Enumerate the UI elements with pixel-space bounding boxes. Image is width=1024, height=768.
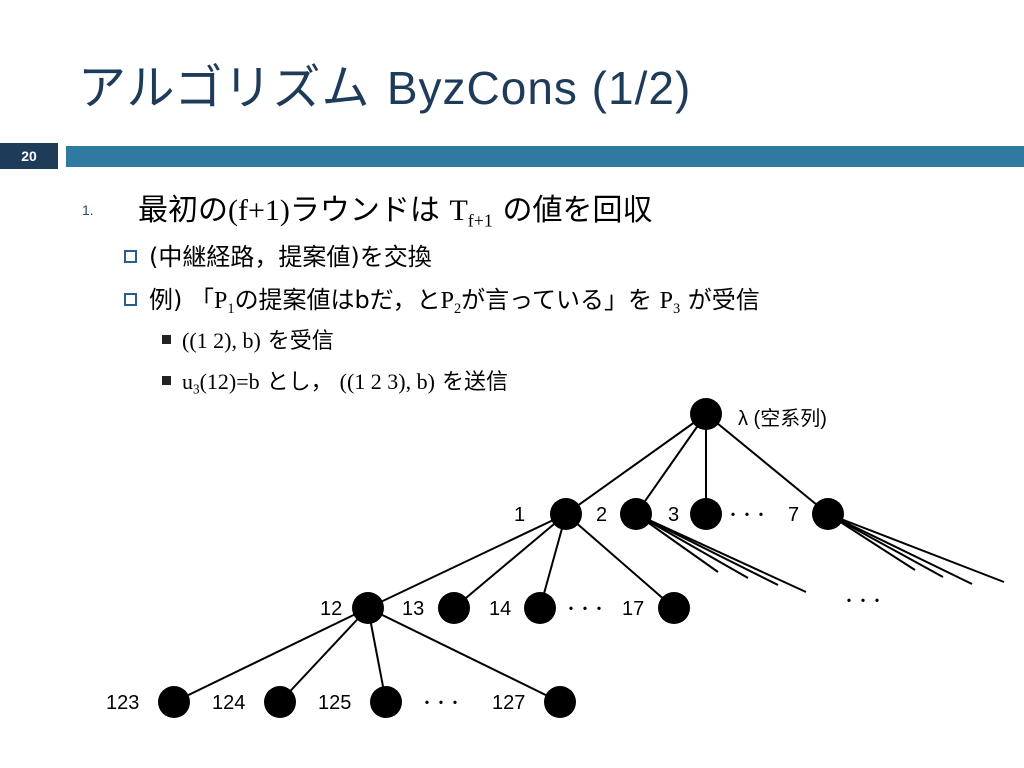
title-japanese: アルゴリズム <box>78 60 371 116</box>
sub-2-part-c: ((1 2 3), b) <box>339 369 435 394</box>
item-1-T-sub: f+1 <box>467 210 493 231</box>
ellipsis-level3: ･･･ <box>422 693 464 715</box>
node-label-123: 123 <box>106 692 140 714</box>
bullet-2-text: 例) 「P1の提案値はbだ，とP2が言っている」を P3 が受信 <box>149 280 760 318</box>
node-root <box>690 398 722 430</box>
sub-1-part-a: ((1 2), b) <box>182 328 261 353</box>
edge-1-12 <box>367 513 567 609</box>
sub-bullet-1-text: ((1 2), b) を受信 <box>182 323 334 355</box>
sub-2-u: u <box>182 369 193 394</box>
node-label-12: 12 <box>320 598 343 620</box>
edge-7-child <box>827 513 916 571</box>
node-3 <box>690 498 722 530</box>
edge-12-123 <box>173 607 369 703</box>
item-1-part-c: ラウンドは <box>289 193 450 228</box>
node-127 <box>544 686 576 718</box>
sub-2-part-a: (12)=b <box>199 369 260 394</box>
node-label-1: 1 <box>514 504 526 526</box>
edge-2-child <box>635 513 719 573</box>
node-17 <box>658 592 690 624</box>
bullet-2-P2: P <box>440 288 454 314</box>
sub-bullet-square-icon <box>162 376 171 385</box>
node-label-17: 17 <box>622 598 645 620</box>
item-1-text: 最初の(f+1)ラウンドは Tf+1 の値を回収 <box>138 185 652 231</box>
item-1-part-a: 最初の <box>138 193 228 228</box>
bullet-2-part-d: が受信 <box>680 286 760 314</box>
edge-7-child <box>827 513 1005 583</box>
edge-root-1 <box>565 413 707 515</box>
edge-7-child <box>827 513 944 578</box>
tree-edges <box>173 413 1005 703</box>
item-1-part-b: (f+1) <box>228 194 290 227</box>
node-1 <box>550 498 582 530</box>
bullet-2-P3-sub: 3 <box>672 301 681 318</box>
node-label-14: 14 <box>489 598 512 620</box>
sub-bullet-square-icon <box>162 335 171 344</box>
bullet-1-text: (中継経路，提案値)を交換 <box>149 243 432 271</box>
edge-root-7 <box>705 413 829 515</box>
node-14 <box>524 592 556 624</box>
title-english: ByzCons (1/2) <box>386 62 692 114</box>
item-1-T: T <box>449 194 468 227</box>
edge-2-child <box>635 513 749 579</box>
node-label-13: 13 <box>402 598 425 620</box>
edge-12-124 <box>279 607 369 703</box>
bullet-square-icon <box>124 293 137 306</box>
node-label-124: 124 <box>212 692 246 714</box>
bullet-square-icon <box>124 250 137 263</box>
node-7 <box>812 498 844 530</box>
node-13 <box>438 592 470 624</box>
node-124 <box>264 686 296 718</box>
sub-bullet-2-text: u3(12)=b とし， ((1 2 3), b) を送信 <box>182 364 508 398</box>
slide-title: アルゴリズム ByzCons (1/2) <box>78 48 691 118</box>
edge-12-127 <box>367 607 561 703</box>
edge-root-2 <box>635 413 707 515</box>
edge-7-child <box>827 513 973 585</box>
bullet-2-part-b: の提案値はbだ，と <box>234 286 441 314</box>
bullet-2-part-a: 例) 「 <box>149 286 214 314</box>
node-label-2: 2 <box>596 504 608 526</box>
title-divider-bar <box>66 146 1024 167</box>
root-label: λ (空系列) <box>738 408 827 430</box>
bullet-2-P1-sub: 1 <box>227 301 235 318</box>
item-1-part-d: の値を回収 <box>492 193 653 228</box>
sub-2-part-b: とし， <box>259 370 340 395</box>
node-123 <box>158 686 190 718</box>
slide-number-box: 20 <box>0 143 58 169</box>
node-2 <box>620 498 652 530</box>
edge-2-child <box>635 513 807 593</box>
sub-2-u-sub: 3 <box>193 381 200 397</box>
bullet-2-P2-sub: 2 <box>453 301 462 318</box>
node-125 <box>370 686 402 718</box>
slide-number: 20 <box>21 148 37 164</box>
ellipsis-level2: ･･･ <box>566 599 608 621</box>
ellipsis-right: ･･･ <box>844 591 886 613</box>
node-label-7: 7 <box>788 504 800 526</box>
list-number: 1. <box>82 202 94 218</box>
bullet-2-P1: P <box>214 288 228 314</box>
tree-nodes <box>158 398 844 718</box>
node-label-127: 127 <box>492 692 526 714</box>
edge-1-17 <box>565 513 675 609</box>
node-label-3: 3 <box>668 504 680 526</box>
node-label-125: 125 <box>318 692 352 714</box>
bullet-2-P3: P <box>659 288 673 314</box>
sub-2-part-d: を送信 <box>434 370 508 395</box>
bullet-2-part-c: が言っている」を <box>461 286 660 314</box>
edge-1-14 <box>539 513 567 609</box>
node-12 <box>352 592 384 624</box>
edge-1-13 <box>453 513 567 609</box>
sub-1-part-b: を受信 <box>260 329 334 354</box>
ellipsis-level1: ･･･ <box>728 505 770 527</box>
